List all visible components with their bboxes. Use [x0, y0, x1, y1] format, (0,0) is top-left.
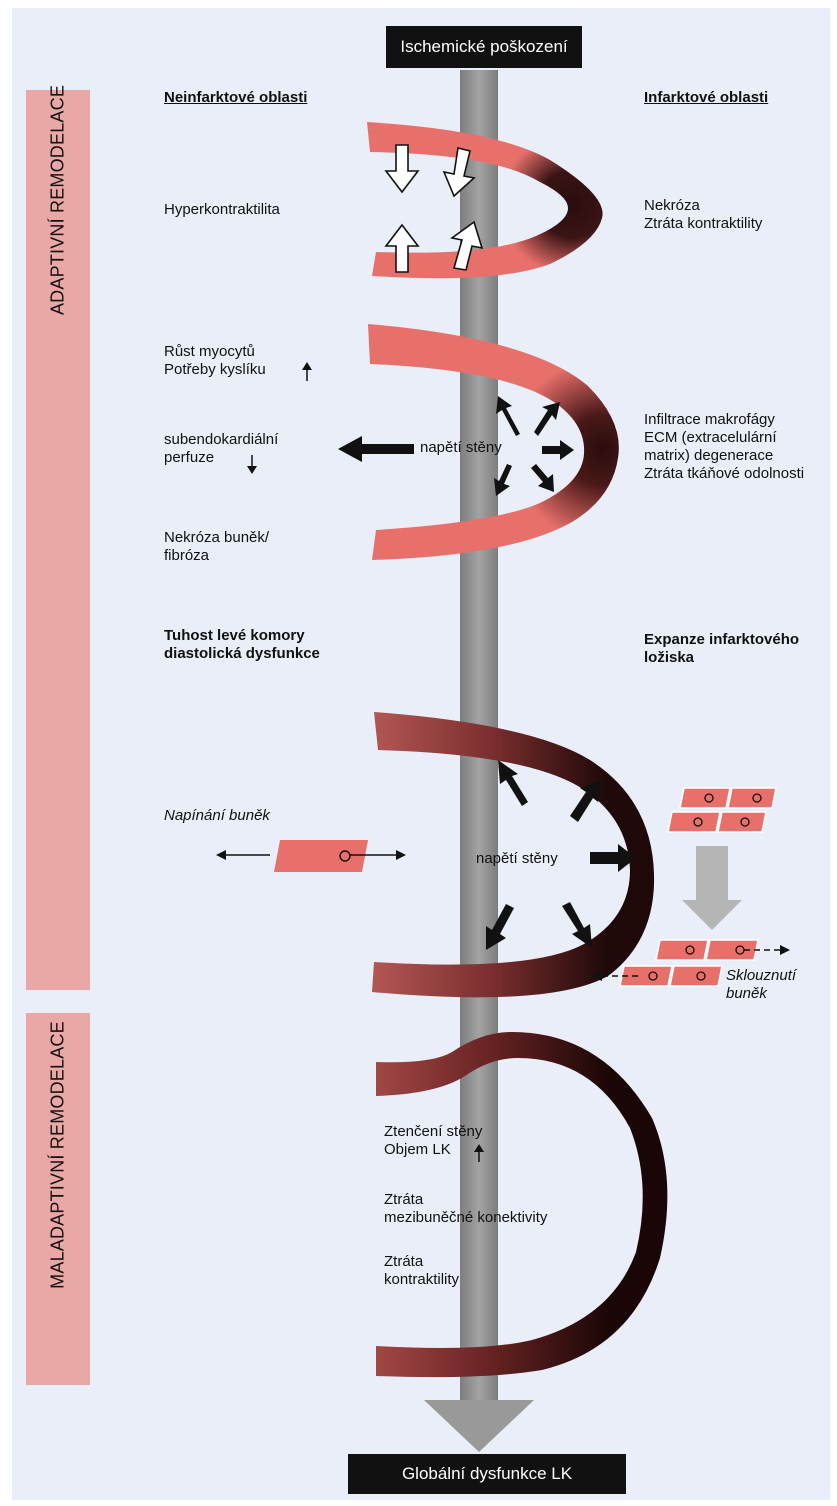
perfusion-label: perfuze: [164, 449, 215, 466]
ischemic-injury-box: Ischemické poškození: [386, 26, 582, 68]
stress-arrow-icon: [486, 904, 514, 950]
global-lv-dysfunction-box: Globální dysfunkce LK: [348, 1454, 626, 1494]
wall-stress-label-stage3: napětí stěny: [476, 850, 558, 867]
oxygen-demand-label: Potřeby kyslíku: [164, 361, 266, 378]
non-infarct-header: Neinfarktové oblasti: [164, 89, 308, 106]
cell-nucleus: [740, 817, 750, 827]
cell-nucleus: [339, 850, 351, 862]
cell-nucleus: [696, 971, 706, 981]
stress-arrow-icon: [590, 844, 636, 872]
adaptive-remodeling-band: ADAPTIVNÍ REMODELACE: [26, 85, 90, 990]
cell-nucleus: [648, 971, 658, 981]
lv-volume-label: Objem LK: [384, 1141, 451, 1158]
wall-stress-arrows-stage2: [494, 396, 574, 496]
cell-block-before: [667, 787, 777, 833]
stress-arrow-icon: [496, 396, 520, 436]
increase-arrow-icon: [302, 362, 312, 370]
cell-slippage-label-2: buněk: [726, 985, 767, 1002]
stress-arrow-icon: [494, 464, 512, 496]
contraction-arrow-icon: [384, 144, 420, 194]
contraction-arrow-icon: [442, 147, 476, 198]
loss-label-a: Ztráta: [384, 1191, 424, 1208]
stage3-heart-wall: [372, 712, 655, 998]
slippage-down-arrow-icon: [682, 846, 742, 930]
cell-block-after: [619, 939, 759, 987]
wall-stress-arrows-stage3: [486, 760, 636, 950]
stress-arrow-icon: [562, 902, 592, 948]
necrosis-label: Nekróza: [644, 197, 700, 214]
fibrosis-label: fibróza: [164, 547, 210, 564]
diastolic-dysfunction-label: diastolická dysfunkce: [164, 645, 320, 662]
infarct-focus-label: ložiska: [644, 649, 695, 666]
cell-nucleus: [685, 945, 695, 955]
cell-nucleus: [704, 793, 714, 803]
big-left-arrow-icon: [338, 436, 414, 462]
myocyte-growth-label: Růst myocytů: [164, 343, 255, 360]
matrix-degeneration-label: matrix) degenerace: [644, 447, 774, 464]
stretch-arrowhead-right: [396, 850, 406, 860]
cell-nucleus: [693, 817, 703, 827]
cell-necrosis-label: Nekróza buněk/: [164, 529, 270, 546]
contractility-label: kontraktility: [384, 1271, 460, 1288]
diagram-graphics: [216, 70, 790, 1452]
stage1-heart-wall: [367, 122, 603, 279]
wall-thinning-label: Ztenčení stěny: [384, 1123, 483, 1140]
slip-arrowhead-right: [780, 945, 790, 955]
stage2-heart-wall: [368, 324, 619, 560]
intercellular-connectivity-label: mezibuněčné konektivity: [384, 1209, 548, 1226]
stretch-arrowhead-left: [216, 850, 226, 860]
slip-arrowhead-left: [592, 971, 602, 981]
subendocardial-label: subendokardiální: [164, 431, 279, 448]
macrophage-label: Infiltrace makrofágy: [644, 411, 775, 428]
stress-arrow-icon: [498, 760, 528, 806]
stress-arrow-icon: [542, 440, 574, 460]
stress-arrow-icon: [570, 780, 602, 822]
diagram-canvas: ADAPTIVNÍ REMODELACE MALADAPTIVNÍ REMODE…: [12, 8, 830, 1500]
increase-arrow-icon: [474, 1144, 484, 1152]
stress-arrow-icon: [534, 402, 560, 436]
cell-stretching-label: Napínání buněk: [164, 807, 270, 824]
wall-stress-label-stage2: napětí stěny: [420, 439, 502, 456]
cell-nucleus: [752, 793, 762, 803]
contraction-arrow-icon: [450, 220, 484, 271]
spine-arrowhead: [424, 1400, 534, 1452]
stress-arrow-icon: [531, 464, 554, 492]
maladaptive-remodeling-band: MALADAPTIVNÍ REMODELACE: [26, 1013, 90, 1385]
decrease-arrow-icon: [247, 466, 257, 474]
contraction-arrows: [384, 144, 484, 273]
stage4-heart-wall: [376, 1032, 668, 1378]
loss-label-b: Ztráta: [384, 1253, 424, 1270]
tissue-resilience-label: Ztráta tkáňové odolnosti: [644, 465, 805, 482]
infarct-expansion-label: Expanze infarktového: [644, 631, 800, 648]
infarct-header: Infarktové oblasti: [644, 89, 769, 106]
ecm-label: ECM (extracelulární: [644, 429, 777, 446]
cell-slippage-label: Sklouznutí: [726, 967, 797, 984]
hypercontractility-label: Hyperkontraktilita: [164, 201, 280, 218]
stretched-cell: [274, 840, 368, 872]
loss-contractility-label: Ztráta kontraktility: [644, 215, 763, 232]
up-arrows: [247, 362, 484, 1162]
lv-stiffness-label: Tuhost levé komory: [164, 627, 305, 644]
contraction-arrow-icon: [384, 223, 420, 273]
